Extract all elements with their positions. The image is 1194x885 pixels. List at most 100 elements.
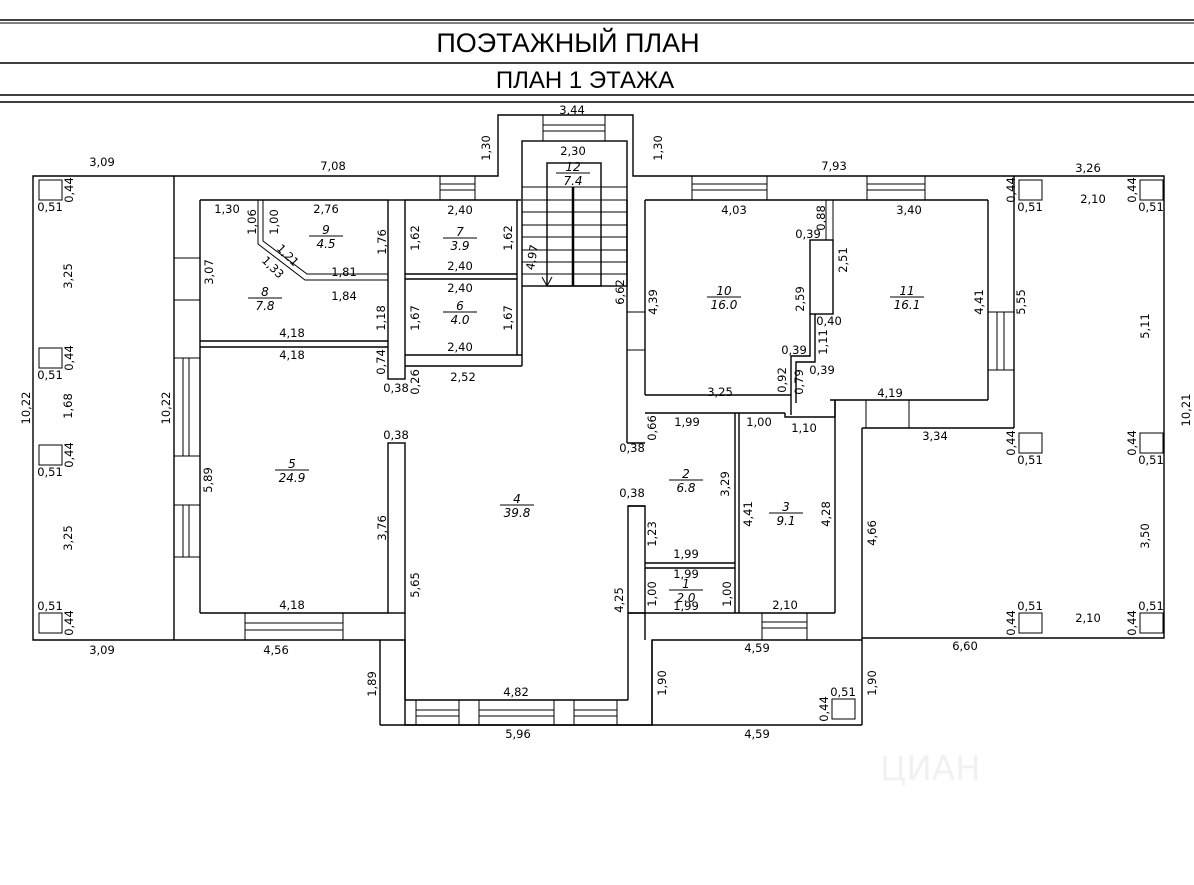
room-label-1: 12.0 (669, 577, 703, 605)
dimension-label: 4,18 (279, 598, 305, 612)
room-label-5: 524.9 (275, 457, 309, 485)
dimension-label: 3,34 (922, 429, 948, 443)
walls (32, 114, 1165, 726)
dimension-label: 0,39 (781, 343, 807, 357)
column-depth-label: 0,44 (62, 177, 76, 203)
column-width-label: 0,51 (37, 200, 63, 214)
column-width-label: 0,51 (37, 368, 63, 382)
room-area: 6.8 (676, 481, 695, 495)
dimension-label: 2,76 (313, 202, 339, 216)
column-width-label: 0,51 (37, 465, 63, 479)
column-marker (1018, 432, 1043, 454)
column-depth-label: 0,44 (1004, 177, 1018, 203)
room-label-2: 26.8 (669, 467, 703, 495)
dimension-label: 1,67 (408, 305, 422, 331)
column-marker (1018, 179, 1043, 201)
column-width-label: 0,51 (1017, 200, 1043, 214)
stair-treads (522, 186, 627, 288)
dimension-label: 4,82 (503, 685, 529, 699)
room-area: 7.8 (255, 299, 274, 313)
room-number: 3 (782, 500, 790, 514)
dimension-label: 3,44 (559, 103, 585, 117)
room-label-12: 127.4 (556, 160, 590, 188)
dimension-label: 1,18 (374, 305, 388, 331)
column-dimension-labels: 0,510,440,510,440,510,440,510,440,510,44… (37, 177, 1164, 722)
dimension-label: 1,76 (375, 229, 389, 255)
dimension-label: 4,41 (972, 289, 986, 315)
dimension-label: 1,11 (816, 329, 830, 355)
dimension-label: 1,00 (267, 209, 281, 235)
dimension-label: 0,66 (645, 415, 659, 441)
room-number: 1 (682, 577, 690, 591)
dimension-label: 0,39 (809, 363, 835, 377)
dimension-label: 1,00 (645, 581, 659, 607)
dimension-label: 2,10 (1075, 611, 1101, 625)
dimension-label: 4,39 (646, 289, 660, 315)
column-width-label: 0,51 (1138, 453, 1164, 467)
dimension-label: 7,93 (821, 159, 847, 173)
dimension-label: 0,40 (816, 314, 842, 328)
room-area: 24.9 (279, 471, 306, 485)
watermark-text: ЦИАН (880, 749, 981, 789)
dimension-label: 10,21 (1179, 394, 1193, 427)
dimension-label: 0,38 (619, 441, 645, 455)
dimension-label: 0,92 (775, 367, 789, 393)
room-area: 4.0 (450, 313, 469, 327)
dimension-label: 1,62 (501, 225, 515, 251)
room-label-9: 94.5 (309, 223, 343, 251)
room-number: 8 (261, 285, 269, 299)
dimension-label: 2,40 (447, 203, 473, 217)
column-depth-label: 0,44 (1125, 177, 1139, 203)
dimension-label: 1,90 (655, 670, 669, 696)
room-label-8: 87.8 (248, 285, 282, 313)
column-depth-label: 0,44 (1004, 430, 1018, 456)
room-number: 6 (456, 299, 464, 313)
column-width-label: 0,51 (37, 599, 63, 613)
dimension-label: 0,79 (792, 369, 806, 395)
dimension-label: 0,88 (814, 205, 828, 231)
room-area: 16.0 (711, 298, 738, 312)
dimension-label: 0,38 (383, 381, 409, 395)
dimension-label: 6,60 (952, 639, 978, 653)
room-label-3: 39.1 (769, 500, 803, 528)
dimension-label: 4,66 (865, 520, 879, 546)
room-area: 3.9 (450, 239, 469, 253)
dimension-label: 1,00 (720, 581, 734, 607)
dimension-label: 3,25 (61, 525, 75, 551)
column-width-label: 0,51 (1138, 200, 1164, 214)
dimension-label: 3,25 (61, 263, 75, 289)
plan-title: ПОЭТАЖНЫЙ ПЛАН (436, 27, 699, 58)
room-number: 2 (682, 467, 690, 481)
dimension-label: 1,84 (331, 289, 357, 303)
dimension-label: 4,59 (744, 641, 770, 655)
dimension-label: 1,90 (865, 670, 879, 696)
column-marker (38, 612, 63, 634)
dimension-label: 1,06 (245, 209, 259, 235)
dimension-label: 6,62 (613, 279, 627, 305)
dimension-label: 10,22 (159, 392, 173, 425)
dimension-label: 2,40 (447, 340, 473, 354)
dimension-label: 5,65 (408, 572, 422, 598)
room-area: 16.1 (894, 298, 921, 312)
column-marker (38, 444, 63, 466)
dimension-label: 1,99 (673, 567, 699, 581)
column-width-label: 0,51 (830, 685, 856, 699)
room-number: 5 (288, 457, 296, 471)
column-marker (1018, 612, 1043, 634)
column-marker (1139, 179, 1164, 201)
dimension-label: 4,18 (279, 326, 305, 340)
column-depth-label: 0,44 (1125, 610, 1139, 636)
dimension-label: 2,52 (450, 370, 476, 384)
room-label-4: 439.8 (500, 492, 534, 520)
column-depth-label: 0,44 (1004, 610, 1018, 636)
dimension-label: 1,99 (673, 599, 699, 613)
room-number: 12 (565, 160, 580, 174)
dimension-label: 2,10 (1080, 192, 1106, 206)
column-width-label: 0,51 (1138, 599, 1164, 613)
column-depth-label: 0,44 (1125, 430, 1139, 456)
dimension-label: 7,08 (320, 159, 346, 173)
column-depth-label: 0,44 (817, 696, 831, 722)
windows (173, 114, 1015, 726)
dimension-label: 4,19 (877, 386, 903, 400)
